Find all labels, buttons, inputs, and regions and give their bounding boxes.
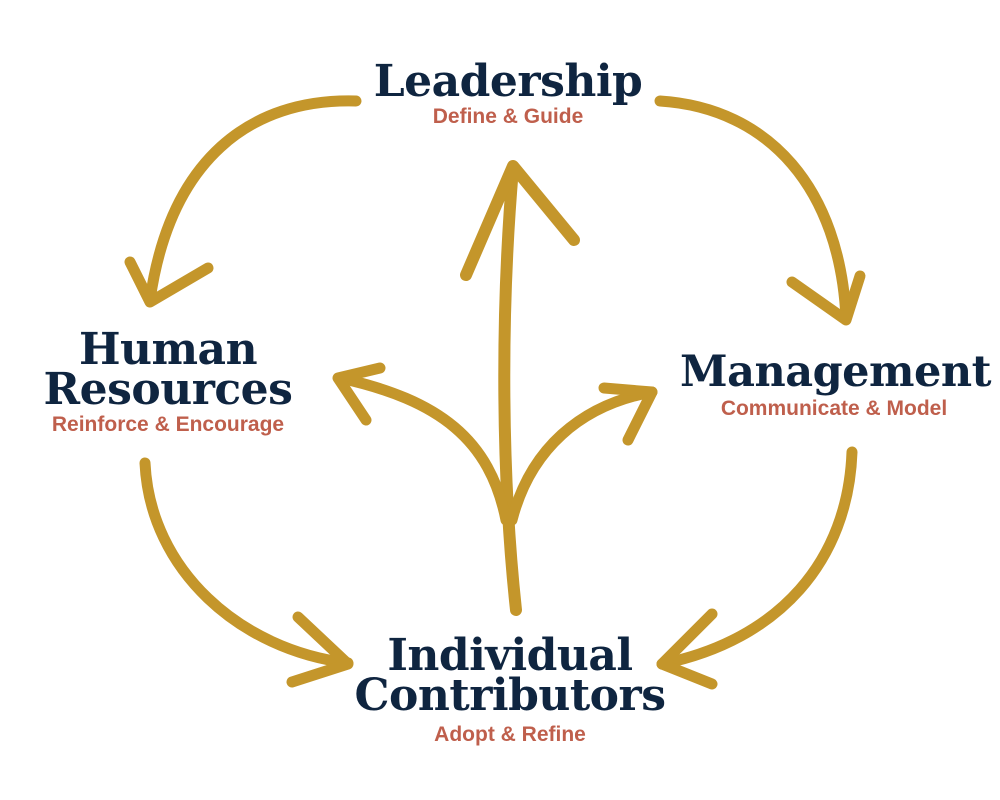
arrow-management-to-ic xyxy=(656,446,858,670)
node-subtitle: Reinforce & Encourage xyxy=(51,413,285,436)
node-human-resources: Human Resources Reinforce & Encourage xyxy=(0,324,336,438)
arrow-ic-to-leadership xyxy=(498,162,522,616)
node-management: Management Communicate & Model xyxy=(680,347,992,422)
arrow-leadership-to-management-head xyxy=(786,270,866,326)
node-title-line1: Individual xyxy=(387,630,633,681)
node-subtitle: Define & Guide xyxy=(432,105,584,128)
arrow-hr-to-ic xyxy=(139,457,354,669)
arrow-leadership-to-management xyxy=(654,95,852,324)
node-title-line1: Human xyxy=(78,324,258,375)
arrow-hr-to-ic-head xyxy=(286,611,354,688)
arrow-leadership-to-hr xyxy=(144,95,362,306)
node-subtitle: Communicate & Model xyxy=(720,397,948,420)
arrow-ic-to-hr xyxy=(334,372,512,526)
arrow-ic-to-management-head xyxy=(598,382,658,446)
arrow-ic-to-hr-head xyxy=(332,362,386,426)
arrow-leadership-to-hr-head xyxy=(124,256,214,308)
node-title: Leadership xyxy=(373,56,643,107)
node-title-line2: Contributors xyxy=(354,670,666,721)
node-individual-contributors: Individual Contributors Adopt & Refine xyxy=(340,630,680,748)
arrow-management-to-ic-head xyxy=(656,608,718,690)
node-subtitle: Adopt & Refine xyxy=(434,723,586,746)
node-leadership: Leadership Define & Guide xyxy=(358,56,658,130)
node-title: Management xyxy=(680,347,992,397)
arrow-ic-to-leadership-head xyxy=(460,160,580,281)
node-title-line2: Resources xyxy=(43,364,293,415)
arrow-ic-to-management xyxy=(506,386,658,526)
